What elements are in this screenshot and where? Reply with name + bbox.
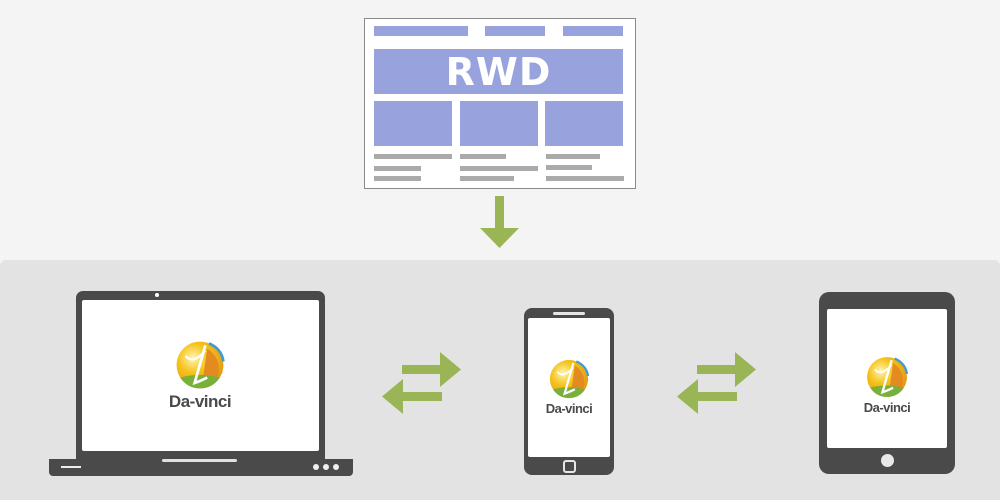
da-vinci-globe-icon	[867, 357, 909, 397]
content-block-1	[374, 101, 452, 146]
text-line	[546, 176, 624, 181]
phone-home-button	[563, 460, 576, 473]
text-line	[374, 176, 421, 181]
laptop-logo: Da-vinci	[159, 338, 241, 412]
text-line	[460, 166, 538, 171]
text-line	[546, 154, 600, 159]
laptop-device: Da-vinci	[49, 291, 353, 476]
phone-logo: Da-vinci	[537, 357, 601, 416]
smartphone-device: Da-vinci	[524, 308, 614, 475]
nav-block-3	[563, 26, 623, 36]
logo-text: Da-vinci	[545, 401, 593, 416]
logo-text: Da-vinci	[863, 400, 911, 415]
laptop-base	[49, 459, 353, 476]
tablet-home-button	[881, 454, 894, 467]
text-line	[374, 166, 421, 171]
nav-block-2	[485, 26, 545, 36]
laptop-trackpad-notch	[162, 459, 237, 462]
swap-arrows-icon	[382, 352, 461, 414]
logo-text: Da-vinci	[168, 392, 232, 411]
arrow-down-icon	[480, 196, 519, 248]
text-line	[374, 154, 452, 159]
content-block-3	[545, 101, 623, 146]
laptop-indicator-dots	[313, 464, 343, 470]
laptop-camera	[155, 293, 159, 297]
tablet-device: Da-vinci	[819, 292, 955, 474]
rwd-wireframe: RWD	[364, 18, 636, 189]
text-line	[460, 176, 514, 181]
swap-arrows-icon	[677, 352, 756, 414]
text-line	[546, 165, 592, 170]
da-vinci-globe-icon	[176, 341, 225, 389]
laptop-speaker-slot	[61, 466, 81, 468]
da-vinci-globe-icon	[549, 359, 590, 399]
content-block-2	[460, 101, 538, 146]
phone-speaker	[553, 312, 585, 315]
tablet-logo: Da-vinci	[854, 354, 920, 415]
nav-block-1	[374, 26, 468, 36]
hero-banner: RWD	[374, 49, 623, 94]
text-line	[460, 154, 506, 159]
